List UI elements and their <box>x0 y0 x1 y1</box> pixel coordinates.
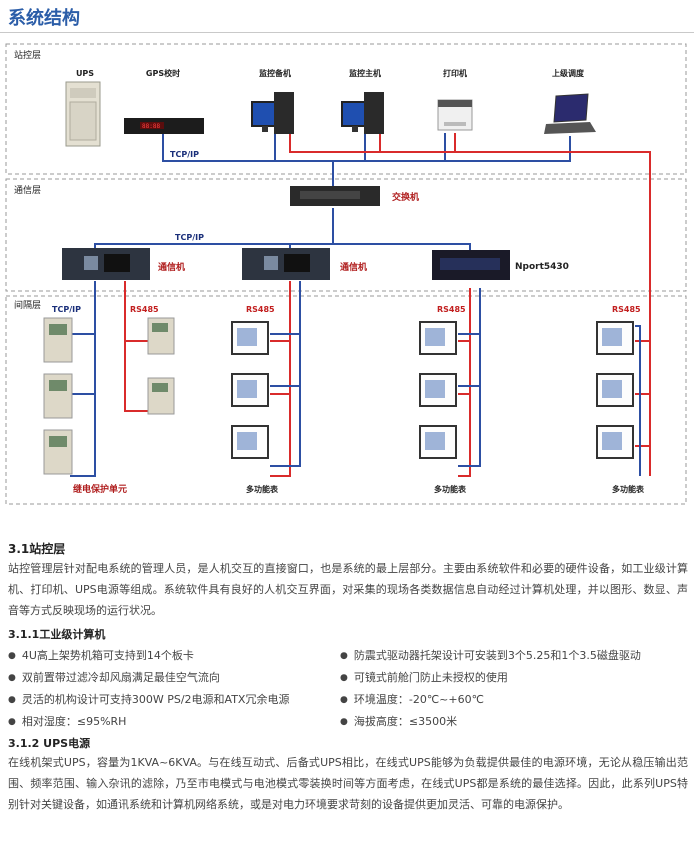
section-3-1-heading: 3.1站控层 <box>8 542 66 556</box>
ups-label: UPS <box>76 69 94 78</box>
bay-layer-box <box>5 295 687 505</box>
rs485-label-3: RS485 <box>437 305 466 314</box>
spec-item: 灵活的机构设计可支持300W PS/2电源和ATX冗余电源 <box>8 691 290 707</box>
title-divider <box>0 32 694 33</box>
backup-pc-icon <box>251 92 294 134</box>
comm-unit-2-icon <box>242 248 330 280</box>
switch-icon <box>290 186 380 206</box>
comm-unit-2-label: 通信机 <box>340 261 367 273</box>
section-3-1-1-heading: 3.1.1工业级计算机 <box>8 628 106 641</box>
page-title: 系统结构 <box>8 8 80 29</box>
dispatch-blue-link <box>445 136 571 162</box>
ups-icon <box>65 81 101 147</box>
system-architecture-diagram: 站控层 通信层 间隔层 <box>5 43 687 505</box>
spec-item: 防震式驱动器托架设计可安装到3个5.25和1个3.5磁盘驱动 <box>340 647 641 663</box>
relay-label: 继电保护单元 <box>73 483 127 495</box>
meter-label-2: 多功能表 <box>434 484 467 494</box>
spec-item: 环境温度：-20℃~+60℃ <box>340 691 484 707</box>
rs485-label-1: RS485 <box>130 305 159 314</box>
meter-group2-blue <box>458 288 481 467</box>
gps-clock-icon: 88:88 <box>124 118 204 134</box>
meter-group1-blue <box>270 281 301 467</box>
relay-unit-icons <box>43 317 175 475</box>
section-3-1-2-heading: 3.1.2 UPS电源 <box>8 737 91 750</box>
meter-label-3: 多功能表 <box>612 484 645 494</box>
relay-red-bus <box>124 281 150 412</box>
comm-layer-box <box>5 178 687 292</box>
section-3-1-2-body: 在线机架式UPS，容量为1KVA~6KVA。与在线互动式、后备式UPS相比，在线… <box>8 756 688 811</box>
comm2-blue-drop <box>289 243 333 248</box>
meter-label-1: 多功能表 <box>246 484 279 494</box>
printer-label: 打印机 <box>443 68 467 78</box>
relay-blue-bus <box>70 281 96 477</box>
meter-group3-blue <box>635 325 641 476</box>
comm-unit-1-label: 通信机 <box>158 261 185 273</box>
spec-item: 可镜式前舱门防止未授权的使用 <box>340 669 508 685</box>
gps-label: GPS校时 <box>146 68 180 78</box>
comm-layer-label: 通信层 <box>14 184 41 196</box>
station-blue-bus <box>162 132 446 162</box>
section-3-1-body: 站控管理层针对配电系统的管理人员，是人机交互的直接窗口，也是系统的最上层部分。主… <box>8 562 688 617</box>
nport-icon <box>432 250 510 280</box>
dispatch-label: 上级调度 <box>552 68 585 78</box>
bay-layer-label: 间隔层 <box>14 299 41 311</box>
tcp-label-3: TCP/IP <box>52 305 81 314</box>
host-label: 监控主机 <box>349 68 381 78</box>
rs485-label-4: RS485 <box>612 305 641 314</box>
spec-item: 双前置带过滤冷却风扇满足最佳空气流向 <box>8 669 220 685</box>
station-layer-label: 站控层 <box>14 49 41 61</box>
meter-group1-red <box>270 281 291 477</box>
tcp-label-1: TCP/IP <box>170 150 199 159</box>
backup-label: 监控备机 <box>259 68 291 78</box>
station-layer-box <box>5 43 687 175</box>
nport-label: Nport5430 <box>515 262 569 272</box>
comm-blue-bus <box>94 208 334 248</box>
laptop-icon <box>544 93 596 134</box>
spec-item: 4U高上架势机箱可支持到14个板卡 <box>8 647 194 663</box>
meter-group2-red <box>458 288 471 477</box>
printer-icon <box>437 99 473 131</box>
host-pc-icon <box>341 92 384 134</box>
svg-text:88:88: 88:88 <box>142 123 160 130</box>
spec-item: 相对湿度：≤95%RH <box>8 713 127 729</box>
rs485-label-2: RS485 <box>246 305 275 314</box>
station-red-bus <box>289 133 651 476</box>
comm-unit-1-icon <box>62 248 150 280</box>
switch-label: 交换机 <box>392 191 419 203</box>
nport-blue-drop <box>333 243 471 250</box>
spec-item: 海拔高度：≤3500米 <box>340 713 457 729</box>
tcp-label-2: TCP/IP <box>175 233 204 242</box>
